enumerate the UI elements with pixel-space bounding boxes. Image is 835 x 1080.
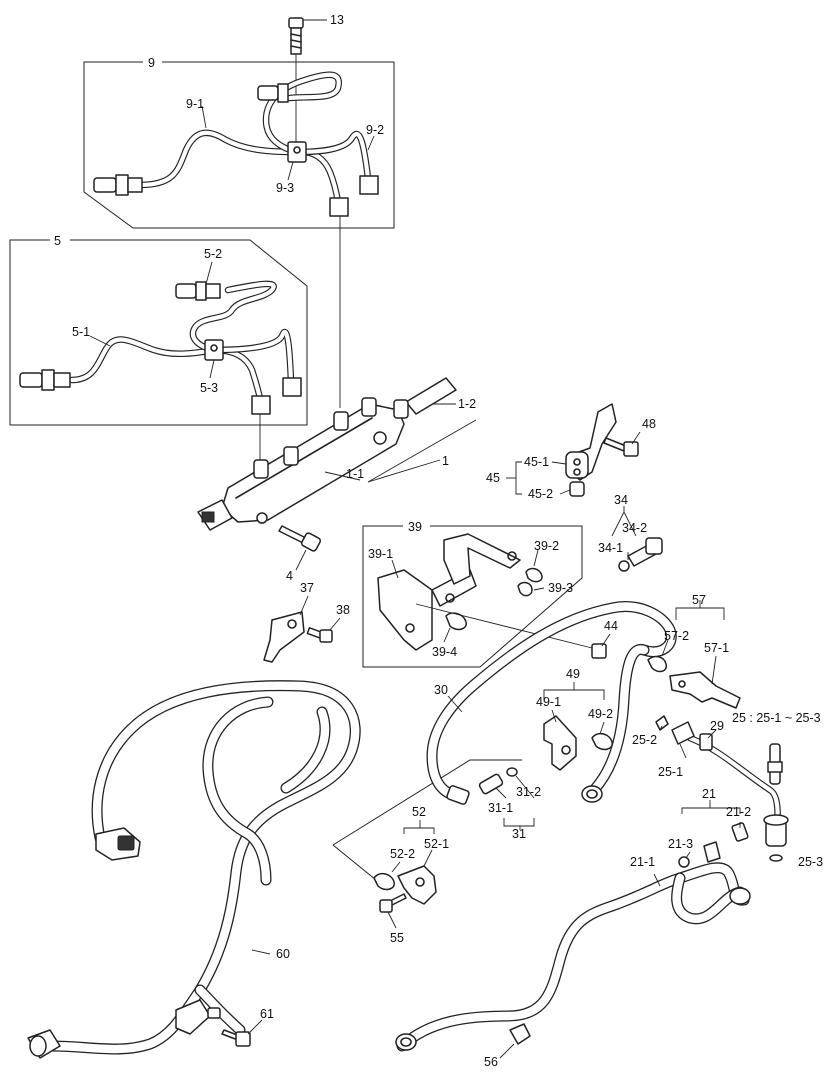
bracket-49[interactable] (543, 682, 613, 771)
sensor-34[interactable] (611, 506, 663, 572)
fuel-pipe-21[interactable] (395, 800, 751, 1052)
callout-labels: 13 9 9-1 9-2 9-3 5 5-2 5-1 5-3 1-2 1 1-1… (54, 13, 823, 1069)
bracket-brace-45 (506, 461, 522, 495)
callout-48: 48 (642, 417, 656, 431)
callout-45-1: 45-1 (524, 455, 549, 469)
bolt-38[interactable] (306, 617, 341, 643)
leader-lines-9 (201, 105, 375, 408)
callout-55: 55 (390, 931, 404, 945)
callout-9: 9 (148, 56, 155, 70)
callout-25: 25 : 25-1 ~ 25-3 (732, 711, 821, 725)
bracket-37[interactable] (263, 595, 309, 663)
bracket-45[interactable] (551, 403, 617, 497)
callout-1-2: 1-2 (458, 397, 476, 411)
callout-61: 61 (260, 1007, 274, 1021)
callout-52-1: 52-1 (424, 837, 449, 851)
callout-49-1: 49-1 (536, 695, 561, 709)
check-valve-31[interactable] (478, 767, 535, 830)
callout-57-1: 57-1 (704, 641, 729, 655)
injection-pipe-set-5[interactable] (19, 280, 302, 415)
callout-34: 34 (614, 493, 628, 507)
callout-21-3: 21-3 (668, 837, 693, 851)
bolt-48[interactable] (603, 431, 641, 457)
callout-49-2: 49-2 (588, 707, 613, 721)
bolt-61[interactable] (221, 1019, 263, 1047)
callout-21-1: 21-1 (630, 855, 655, 869)
injection-pipe-set-9[interactable] (93, 71, 379, 217)
fuel-hose-60[interactable] (27, 680, 361, 1059)
callout-52-2: 52-2 (390, 847, 415, 861)
callout-5-2: 5-2 (204, 247, 222, 261)
callout-31-2: 31-2 (516, 785, 541, 799)
callout-21-2: 21-2 (726, 805, 751, 819)
callout-25-3: 25-3 (798, 855, 823, 869)
callout-25-2: 25-2 (632, 733, 657, 747)
bolt-4[interactable] (278, 525, 322, 571)
leader-lines-5 (89, 261, 261, 460)
callout-31: 31 (512, 827, 526, 841)
callout-9-3: 9-3 (276, 181, 294, 195)
callout-9-1: 9-1 (186, 97, 204, 111)
common-rail-1[interactable] (197, 377, 457, 531)
callout-57-2: 57-2 (664, 629, 689, 643)
callout-39-2: 39-2 (534, 539, 559, 553)
callout-56: 56 (484, 1055, 498, 1069)
bolt-13[interactable] (288, 17, 327, 148)
leader-lines-39 (391, 549, 593, 649)
bolt-29[interactable] (699, 729, 717, 751)
callout-5-3: 5-3 (200, 381, 218, 395)
group-frame-9 (83, 61, 395, 229)
bracket-set-39[interactable] (377, 533, 543, 651)
callout-49: 49 (566, 667, 580, 681)
callout-39-1: 39-1 (368, 547, 393, 561)
callout-9-2: 9-2 (366, 123, 384, 137)
bracket-52[interactable] (373, 820, 437, 905)
callout-39-4: 39-4 (432, 645, 457, 659)
hose-30[interactable] (426, 601, 677, 805)
callout-1: 1 (442, 454, 449, 468)
callout-44: 44 (604, 619, 618, 633)
callout-5: 5 (54, 234, 61, 248)
callout-57: 57 (692, 593, 706, 607)
callout-45-2: 45-2 (528, 487, 553, 501)
callout-13: 13 (330, 13, 344, 27)
group-frame-52 (332, 759, 522, 881)
callout-25-1: 25-1 (658, 765, 683, 779)
callout-39: 39 (408, 520, 422, 534)
callout-5-1: 5-1 (72, 325, 90, 339)
callout-37: 37 (300, 581, 314, 595)
bracket-57[interactable] (647, 600, 741, 709)
callout-34-2: 34-2 (622, 521, 647, 535)
callout-38: 38 (336, 603, 350, 617)
callout-45: 45 (486, 471, 500, 485)
callout-21: 21 (702, 787, 716, 801)
callout-4: 4 (286, 569, 293, 583)
clip-56[interactable] (499, 1023, 531, 1059)
callout-31-1: 31-1 (488, 801, 513, 815)
callout-1-1: 1-1 (346, 467, 364, 481)
group-frame-5 (9, 239, 308, 426)
leader-lines-1 (324, 403, 477, 483)
callout-29: 29 (710, 719, 724, 733)
callout-34-1: 34-1 (598, 541, 623, 555)
callout-30: 30 (434, 683, 448, 697)
callout-60: 60 (276, 947, 290, 961)
bolt-55[interactable] (379, 893, 407, 929)
bolt-44[interactable] (591, 633, 611, 659)
callout-39-3: 39-3 (548, 581, 573, 595)
callout-52: 52 (412, 805, 426, 819)
group-frame-39 (362, 525, 583, 668)
